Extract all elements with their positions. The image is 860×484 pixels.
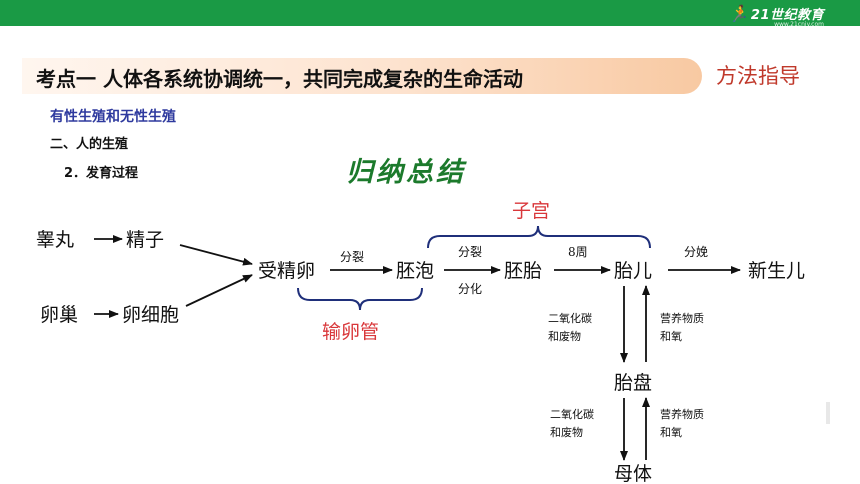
node-zygote: 受精卵 — [258, 260, 315, 282]
item-label: 2．发育过程 — [64, 166, 139, 181]
summary-title: 归纳总结 — [346, 157, 466, 188]
nutrient-label-2-line1: 营养物质 — [660, 407, 704, 421]
node-blastocyst: 胚泡 — [396, 260, 434, 282]
waste-label-2-line2: 和废物 — [550, 425, 583, 439]
section-label: 二、人的生殖 — [50, 137, 129, 152]
edge-eight-weeks-label: 8周 — [568, 245, 588, 259]
region-uterus-label: 子宫 — [512, 200, 550, 222]
region-oviduct-label: 输卵管 — [322, 321, 379, 343]
method-guide-label: 方法指导 — [716, 64, 800, 88]
oviduct-brace — [297, 287, 423, 311]
edge-mark — [826, 402, 830, 424]
arrow-sperm-zygote — [179, 244, 253, 266]
heading-banner: 考点一 人体各系统协调统一，共同完成复杂的生命活动 — [22, 58, 702, 94]
nutrient-label-1-line1: 营养物质 — [660, 311, 704, 325]
waste-label-1-line2: 和废物 — [548, 329, 581, 343]
waste-label-2-line1: 二氧化碳 — [550, 407, 594, 421]
arrow-egg-zygote — [185, 274, 253, 307]
page-title: 考点一 人体各系统协调统一，共同完成复杂的生命活动 — [36, 67, 523, 91]
node-mother: 母体 — [614, 463, 652, 484]
node-embryo: 胚胎 — [504, 260, 542, 282]
uterus-brace — [427, 225, 651, 249]
waste-label-1-line1: 二氧化碳 — [548, 311, 592, 325]
nutrient-label-1-line2: 和氧 — [660, 329, 682, 343]
topic-label: 有性生殖和无性生殖 — [50, 109, 176, 125]
node-placenta: 胎盘 — [614, 372, 652, 394]
node-testis: 睾丸 — [36, 229, 74, 251]
brand-logo: 🏃 21世纪教育 www.21cnjy.com — [728, 4, 824, 28]
node-newborn: 新生儿 — [748, 260, 805, 282]
runner-icon: 🏃 — [728, 4, 750, 23]
edge-division2-label: 分裂 — [458, 245, 482, 259]
edge-division-label: 分裂 — [340, 250, 364, 264]
edge-differentiation-label: 分化 — [458, 282, 482, 296]
node-fetus: 胎儿 — [614, 260, 652, 282]
edge-delivery-label: 分娩 — [684, 245, 708, 259]
node-egg: 卵细胞 — [122, 304, 179, 326]
nutrient-label-2-line2: 和氧 — [660, 425, 682, 439]
top-banner: 🏃 21世纪教育 www.21cnjy.com — [0, 0, 860, 28]
node-ovary: 卵巢 — [40, 304, 78, 326]
node-sperm: 精子 — [126, 229, 164, 251]
